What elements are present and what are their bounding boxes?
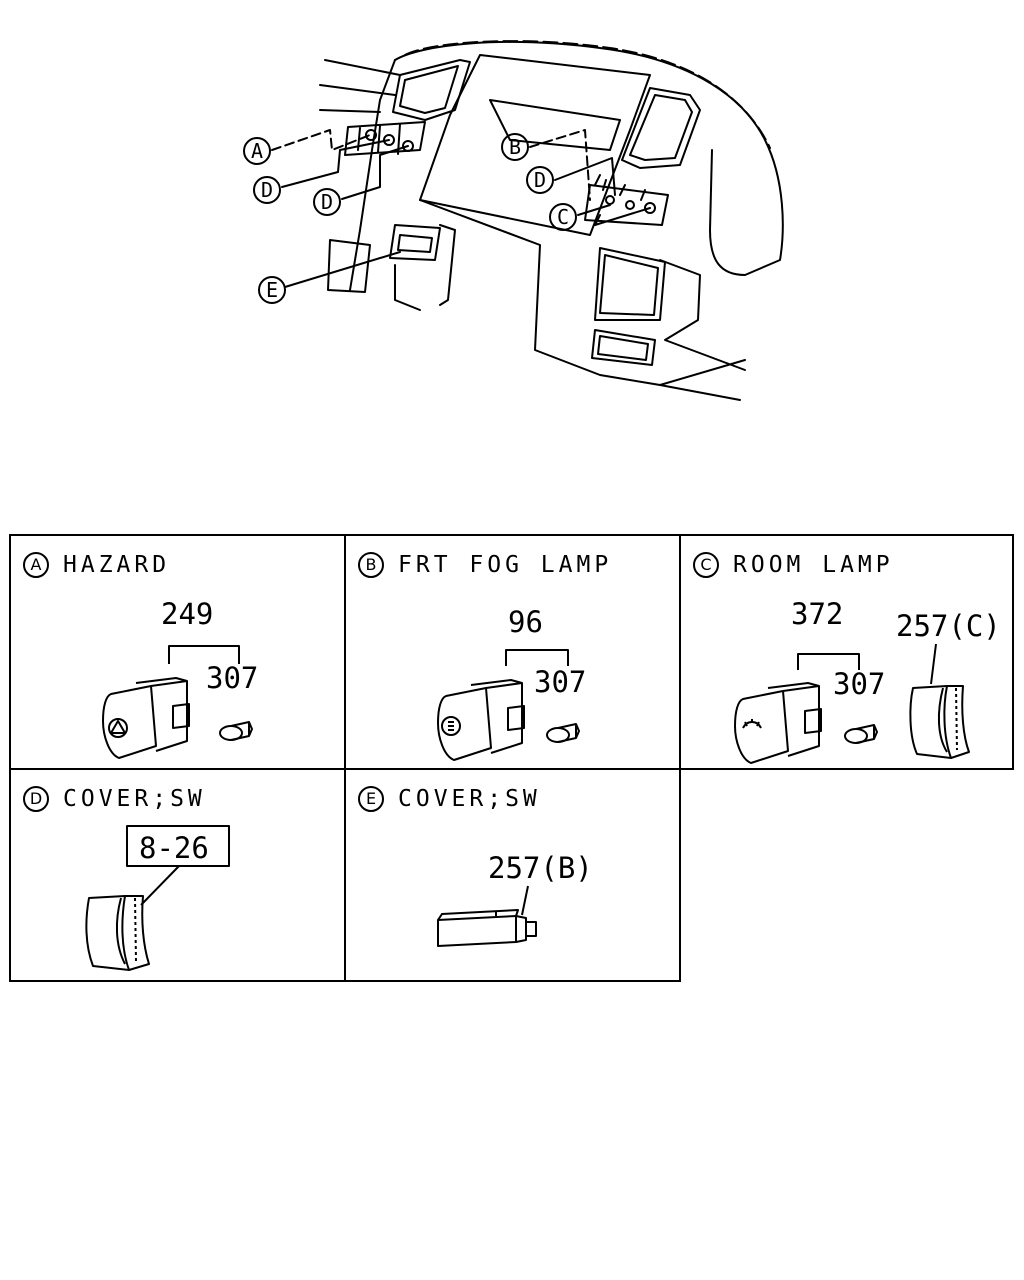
- part-cell-front-fog-lamp: B FRT FOG LAMP 96 307: [344, 534, 681, 770]
- hazard-switch-icon: [102, 677, 190, 759]
- part-number-main: 96: [508, 605, 543, 639]
- part-cell-room-lamp: C ROOM LAMP 372 307 257(C): [679, 534, 1014, 770]
- callout-e-label: E: [266, 278, 278, 302]
- cell-title: COVER;SW: [63, 786, 206, 812]
- callout-a-label: A: [251, 139, 263, 163]
- cell-title: HAZARD: [63, 552, 171, 578]
- cell-title: ROOM LAMP: [733, 552, 894, 578]
- dashboard-overview-diagram: A D D E B D C: [0, 0, 1024, 420]
- bulb-icon: [546, 723, 580, 743]
- part-cell-hazard: A HAZARD 249 307: [9, 534, 346, 770]
- callout-d-label: D: [321, 190, 333, 214]
- reference-page-label: 8-26: [139, 831, 209, 865]
- switch-cover-icon: [909, 685, 970, 759]
- callout-b-label: B: [509, 135, 521, 159]
- part-number-bulb: 307: [833, 667, 885, 701]
- room-lamp-switch-icon: [734, 682, 822, 764]
- cell-letter: E: [358, 786, 384, 812]
- callout-d-label: D: [534, 168, 546, 192]
- part-number-bulb: 307: [534, 665, 586, 699]
- part-number-main: 372: [791, 597, 843, 631]
- switch-cover-flat-icon: [437, 909, 537, 947]
- cell-title: FRT FOG LAMP: [398, 552, 613, 578]
- cell-title: COVER;SW: [398, 786, 541, 812]
- part-cell-cover-switch-d: D COVER;SW 8-26: [9, 768, 346, 982]
- switch-cover-icon: [85, 895, 150, 971]
- part-cell-cover-switch-e: E COVER;SW 257(B): [344, 768, 681, 982]
- bulb-icon: [219, 721, 253, 741]
- part-number-cover: 257(C): [896, 609, 1001, 643]
- part-number-bulb: 307: [206, 661, 258, 695]
- part-number-main: 257(B): [488, 851, 593, 885]
- callout-c-label: C: [557, 205, 569, 229]
- callout-d-label: D: [261, 178, 273, 202]
- bulb-icon: [844, 724, 878, 744]
- fog-lamp-switch-icon: [437, 679, 525, 761]
- cell-letter: B: [358, 552, 384, 578]
- cell-letter: D: [23, 786, 49, 812]
- part-number-main: 249: [161, 597, 213, 631]
- cell-letter: A: [23, 552, 49, 578]
- cell-letter: C: [693, 552, 719, 578]
